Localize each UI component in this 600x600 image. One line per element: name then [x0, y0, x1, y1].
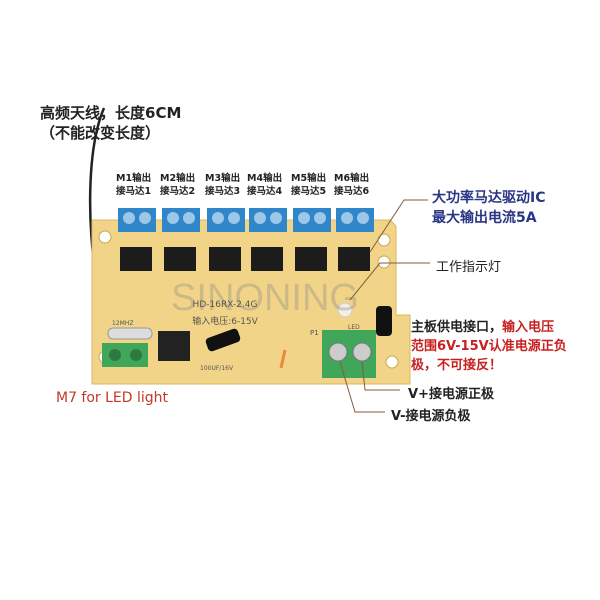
output-label-m5: M5输出接马达5	[291, 173, 327, 197]
driver-chip-2	[164, 247, 196, 271]
driver-ic-line1: 大功率马达驱动IC	[432, 190, 546, 206]
capacitor	[205, 328, 241, 352]
driver-chip-5	[295, 247, 327, 271]
board-voltage: 输入电压:6-15V	[192, 315, 258, 327]
mcu-chip	[158, 331, 190, 361]
p1-label: P1	[310, 329, 319, 337]
output-label-m2: M2输出接马达2	[160, 173, 196, 197]
indicator-annotation: 工作指示灯	[436, 260, 502, 275]
driver-chips	[120, 247, 370, 271]
mounting-holes	[98, 230, 399, 369]
terminal-m6	[336, 208, 374, 232]
driver-chip-3	[209, 247, 241, 271]
power-voltage: 输入电压	[502, 320, 555, 335]
power-range: 范围6V-15V认准电源正负	[411, 339, 567, 354]
driver-chip-4	[251, 247, 283, 271]
board-model: HD-16RX-2.4G	[193, 300, 258, 310]
orange-mark	[279, 349, 287, 369]
crystal	[107, 327, 153, 340]
power-terminal-block	[322, 330, 376, 378]
driver-chip-6	[338, 247, 370, 271]
vplus-annotation: V+接电源正极	[408, 387, 494, 402]
terminal-m5	[293, 208, 331, 232]
indicator-led	[337, 302, 353, 318]
driver-ic-annotation: 大功率马达驱动IC 最大输出电流5A	[432, 188, 545, 228]
vminus-annotation: V-接电源负极	[391, 409, 471, 424]
output-terminals	[118, 208, 374, 232]
terminal-m3	[207, 208, 245, 232]
terminal-m2	[162, 208, 200, 232]
output-label-m3: M3输出接马达3	[205, 173, 241, 197]
crystal-label: 12MHZ	[112, 320, 133, 327]
power-label: 主板供电接口，	[411, 320, 503, 335]
led-terminal-block	[102, 343, 148, 367]
power-capacitor	[376, 306, 392, 336]
led-label: LED	[348, 324, 360, 331]
watermark: SINONING	[171, 277, 359, 319]
antenna-line1: 高频天线，长度6CM	[40, 104, 182, 122]
cap-label: 100UF/16V	[200, 365, 234, 372]
output-label-m1: M1输出接马达1	[116, 173, 152, 197]
driver-ic-line2: 最大输出电流5A	[432, 210, 537, 226]
m7-annotation: M7 for LED light	[56, 390, 169, 406]
output-label-m6: M6输出接马达6	[334, 173, 370, 197]
power-warning: 极，不可接反！	[411, 358, 503, 373]
callout-lines	[339, 199, 430, 413]
power-annotation: 主板供电接口，输入电压 范围6V-15V认准电源正负 极，不可接反！	[411, 318, 567, 375]
antenna-annotation: 高频天线，长度6CM （不能改变长度）	[40, 103, 181, 143]
output-label-m4: M4输出接马达4	[247, 173, 283, 197]
antenna-line2: （不能改变长度）	[40, 124, 161, 142]
terminal-m4	[249, 208, 287, 232]
terminal-m1	[118, 208, 156, 232]
driver-chip-1	[120, 247, 152, 271]
